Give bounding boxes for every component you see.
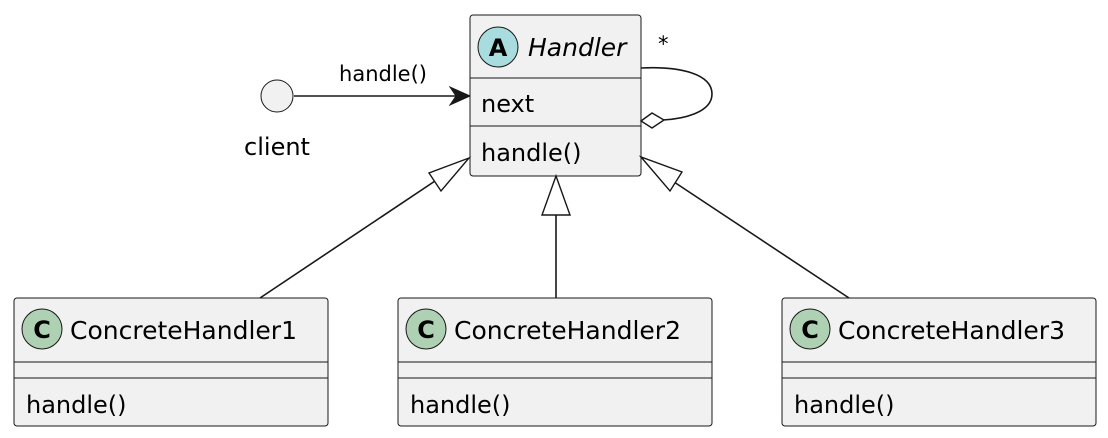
concrete-handler-2-class: C ConcreteHandler2 handle() xyxy=(397,297,713,427)
inheritance-triangle-icon-1 xyxy=(427,156,472,193)
concrete-handler-3-name: ConcreteHandler3 xyxy=(838,316,1065,345)
concrete-handler-1-method-handle: handle() xyxy=(26,391,127,419)
class-badge-letter-2: C xyxy=(417,316,435,344)
inheritance-line-1 xyxy=(259,172,448,299)
client-node: client xyxy=(244,79,310,161)
concrete-handler-1-class: C ConcreteHandler1 handle() xyxy=(13,297,329,427)
class-badge-letter-3: C xyxy=(801,316,819,344)
abstract-badge-letter: A xyxy=(489,34,508,62)
handler-class-name: Handler xyxy=(528,33,628,62)
inheritance-edge-2 xyxy=(541,173,571,298)
inheritance-triangle-icon-3 xyxy=(638,155,684,193)
client-label: client xyxy=(244,133,310,161)
client-call-label: handle() xyxy=(339,62,427,86)
concrete-handler-2-method-handle: handle() xyxy=(410,391,511,419)
client-circle xyxy=(260,79,294,113)
class-badge-letter-1: C xyxy=(33,316,51,344)
client-call-edge: handle() xyxy=(294,62,472,107)
class-badge-icon-2 xyxy=(405,308,447,350)
handler-field-next: next xyxy=(481,90,534,118)
inheritance-edge-3 xyxy=(638,155,850,299)
aggregation-diamond-icon xyxy=(639,112,666,129)
inheritance-triangle-icon-2 xyxy=(541,173,571,216)
handler-class: A Handler next handle() xyxy=(469,14,642,177)
handler-method-handle: handle() xyxy=(481,139,582,167)
concrete-handler-3-class: C ConcreteHandler3 handle() xyxy=(781,297,1097,427)
client-call-arrowhead xyxy=(448,85,472,107)
self-association-multiplicity: * xyxy=(658,32,669,56)
class-badge-icon-3 xyxy=(789,308,831,350)
class-badge-icon-1 xyxy=(21,308,63,350)
concrete-handler-1-name: ConcreteHandler1 xyxy=(70,316,297,345)
abstract-badge-icon xyxy=(477,26,519,68)
self-aggregation-line xyxy=(640,66,713,121)
concrete-handler-2-name: ConcreteHandler2 xyxy=(454,316,681,345)
inheritance-edge-1 xyxy=(259,156,472,299)
concrete-handler-3-method-handle: handle() xyxy=(794,391,895,419)
self-aggregation-edge: * xyxy=(639,32,713,129)
inheritance-line-3 xyxy=(661,173,850,299)
